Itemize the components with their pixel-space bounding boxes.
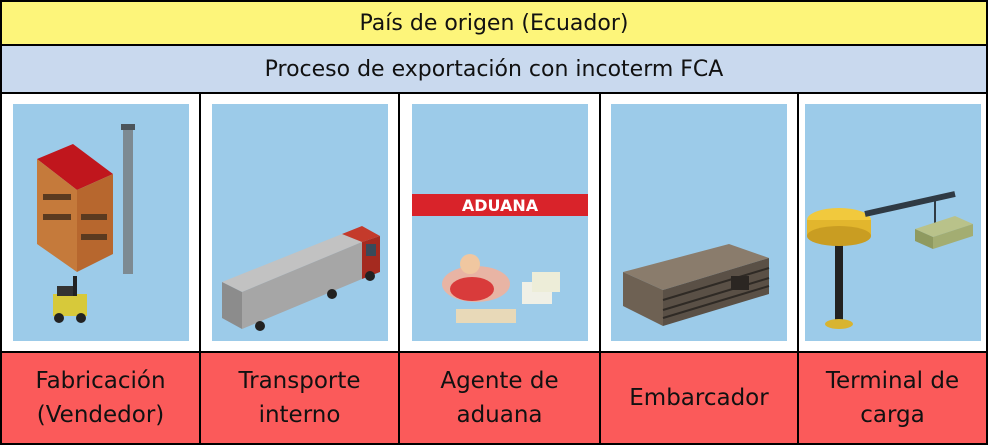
step-label-cell-1: Fabricación (Vendedor) xyxy=(2,353,201,443)
step-label-cell-2: Transporte interno xyxy=(201,353,400,443)
step-cell-customs: ADUANA xyxy=(400,94,601,351)
step-label-cell-3: Agente de aduana xyxy=(400,353,601,443)
step-cell-truck xyxy=(201,94,400,351)
illustrations-row: ADUANA xyxy=(2,94,988,353)
step-label-factory: Fabricación (Vendedor) xyxy=(35,368,166,428)
aduana-sign-text: ADUANA xyxy=(461,196,538,215)
step-label-shipper: Embarcador xyxy=(629,385,769,411)
step-cell-terminal xyxy=(799,94,988,351)
warehouse-icon xyxy=(611,104,787,341)
step-label-customs: Agente de aduana xyxy=(440,368,559,428)
factory-forklift-icon xyxy=(12,104,189,341)
cargo-crane-icon xyxy=(804,104,981,341)
step-label-transport: Transporte interno xyxy=(238,368,361,428)
truck-icon xyxy=(211,104,388,341)
step-label-terminal: Terminal de carga xyxy=(825,368,960,428)
step-cell-factory xyxy=(2,94,201,351)
step-label-cell-4: Embarcador xyxy=(601,353,799,443)
step-label-cell-5: Terminal de carga xyxy=(799,353,988,443)
table-bottom-border xyxy=(0,443,988,445)
step-cell-shipper xyxy=(601,94,799,351)
origin-country-title: País de origen (Ecuador) xyxy=(359,10,629,36)
labels-row: Fabricación (Vendedor) Transporte intern… xyxy=(2,353,988,443)
process-subheader: Proceso de exportación con incoterm FCA xyxy=(2,46,988,94)
customs-agent-icon: ADUANA xyxy=(411,104,588,341)
process-subtitle: Proceso de exportación con incoterm FCA xyxy=(264,56,724,82)
origin-country-header: País de origen (Ecuador) xyxy=(2,2,988,46)
